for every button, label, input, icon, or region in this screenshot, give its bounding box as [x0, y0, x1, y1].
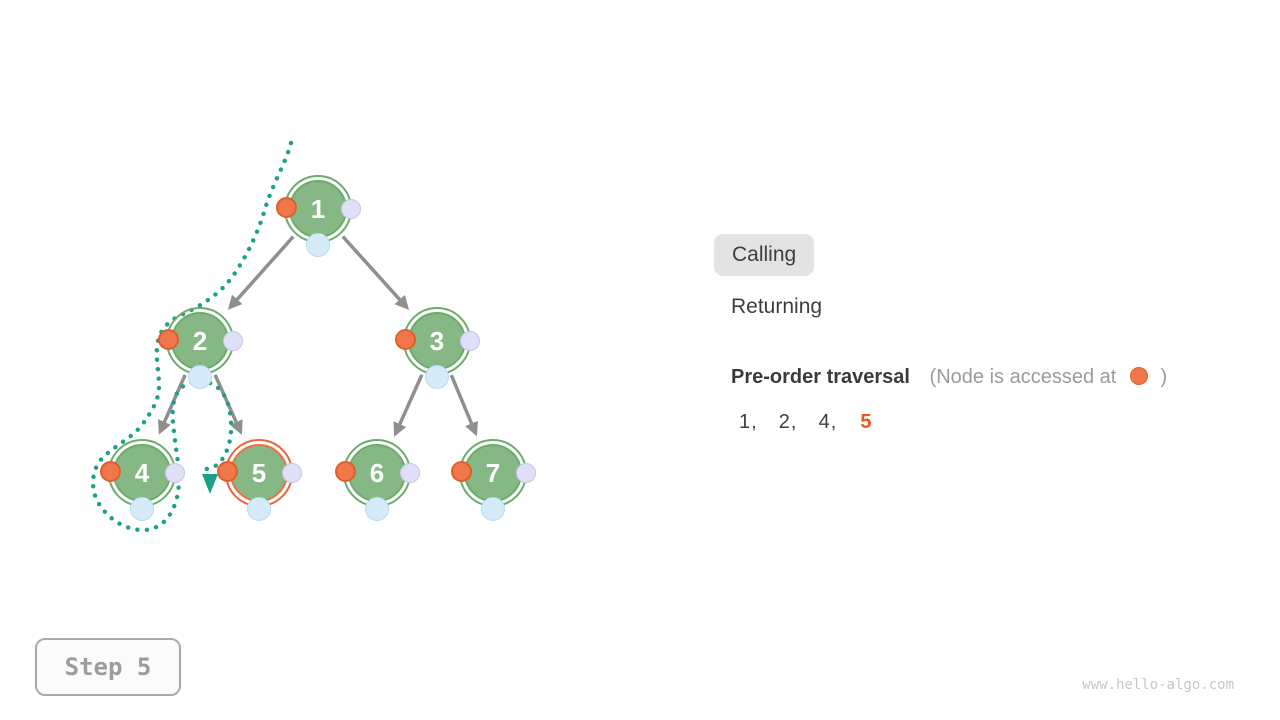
preorder-access-dot	[276, 197, 297, 218]
preorder-access-dot	[451, 461, 472, 482]
postorder-access-dot	[341, 199, 361, 219]
recursion-path	[90, 140, 294, 533]
edge-3-7	[449, 374, 478, 437]
legend-returning-label[interactable]: Returning	[731, 295, 823, 318]
current-pointer-icon	[202, 474, 218, 494]
tree-figure-svg	[90, 140, 478, 533]
edge-1-3	[341, 235, 410, 310]
node-label: 7	[485, 457, 501, 488]
tree-node-6: 6	[335, 439, 420, 521]
inorder-access-dot	[247, 497, 271, 521]
node-label: 6	[369, 457, 385, 488]
traversal-note-close: )	[1160, 366, 1168, 388]
postorder-access-dot	[516, 463, 536, 483]
step-indicator: Step 5	[35, 638, 181, 696]
tree-node-3: 3	[395, 307, 480, 389]
traversal-sequence: 1, 2, 4, 5	[739, 411, 873, 434]
traversal-note: (Node is accessed at	[929, 366, 1117, 388]
node-label: 3	[429, 325, 445, 356]
inorder-access-dot	[188, 365, 212, 389]
access-legend-dot-icon	[1129, 367, 1148, 385]
current-sequence-item: 5	[860, 411, 873, 433]
inorder-access-dot	[130, 497, 154, 521]
node-label: 5	[251, 457, 267, 488]
postorder-access-dot	[282, 463, 302, 483]
tree-node-7: 7	[451, 439, 536, 521]
watermark: www.hello-algo.com	[1082, 677, 1234, 693]
node-label: 4	[134, 457, 150, 488]
edge-3-6	[393, 374, 424, 437]
inorder-access-dot	[306, 233, 330, 257]
tree-node-2: 2	[158, 307, 243, 389]
postorder-access-dot	[400, 463, 420, 483]
preorder-access-dot	[335, 461, 356, 482]
preorder-access-dot	[395, 329, 416, 350]
inorder-access-dot	[365, 497, 389, 521]
tree-node-5-current: 5	[217, 439, 302, 521]
inorder-access-dot	[481, 497, 505, 521]
postorder-access-dot	[460, 331, 480, 351]
inorder-access-dot	[425, 365, 449, 389]
traversal-header: Pre-order traversal (Node is accessed at…	[731, 366, 1167, 389]
tree-node-1: 1	[276, 175, 361, 257]
postorder-access-dot	[223, 331, 243, 351]
tree-node-4: 4	[100, 439, 185, 521]
node-label: 1	[310, 193, 326, 224]
preorder-access-dot	[217, 461, 238, 482]
legend-calling-chip[interactable]: Calling	[714, 234, 815, 276]
visited-sequence: 1, 2, 4,	[739, 411, 859, 433]
preorder-access-dot	[158, 329, 179, 350]
node-label: 2	[192, 325, 208, 356]
preorder-access-dot	[100, 461, 121, 482]
traversal-title: Pre-order traversal	[731, 366, 910, 388]
postorder-access-dot	[165, 463, 185, 483]
edge-1-2	[227, 235, 295, 310]
